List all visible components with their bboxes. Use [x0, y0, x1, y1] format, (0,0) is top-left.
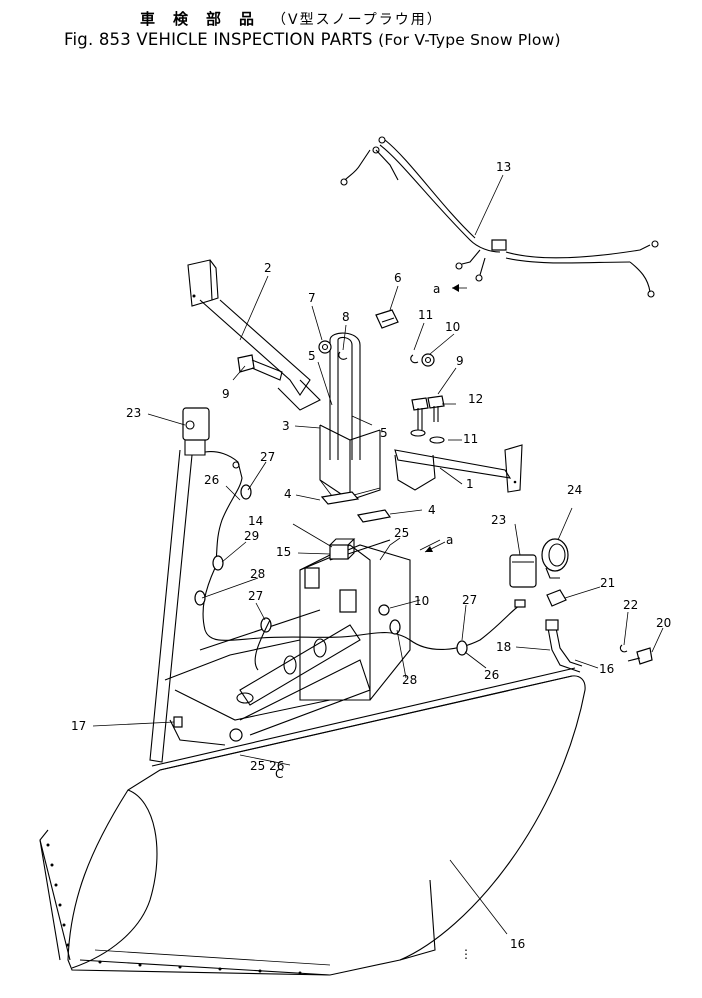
- callout-2: 2: [264, 261, 272, 275]
- callout-28-bottom: 28: [402, 673, 417, 687]
- title-japanese: 車検部品（V型スノープラウ用）: [140, 8, 443, 29]
- callout-27-right: 27: [462, 593, 477, 607]
- lamp-support-17-19: [545, 619, 583, 673]
- callout-9-left: 9: [222, 387, 230, 401]
- callout-4-right: 4: [428, 503, 436, 517]
- fig-label: Fig. 853: [64, 30, 131, 49]
- title-english: Fig. 853 VEHICLE INSPECTION PARTS (For V…: [64, 30, 561, 49]
- connector-14-15: [329, 538, 356, 560]
- callout-23-right: 23: [491, 513, 506, 527]
- pin-18: [173, 716, 183, 728]
- callout-6: 6: [394, 271, 402, 285]
- callout-8: 8: [342, 310, 350, 324]
- callout-18: 17: [71, 719, 86, 733]
- frame-marking: 25 26: [250, 759, 284, 773]
- callout-20: 21: [600, 576, 615, 590]
- title-en-sub: (For V-Type Snow Plow): [378, 31, 561, 49]
- bracket-2: [187, 259, 321, 411]
- callout-10-top: 10: [445, 320, 460, 334]
- bracket-1: [394, 444, 523, 493]
- callout-11-bottom: 11: [463, 432, 478, 446]
- callout-labels: 13 2 6 7 8 11 10 5 9 9 12 23 3 5 11 27 2…: [71, 160, 671, 951]
- callout-5-left: 5: [308, 349, 316, 363]
- callout-9-right: 9: [456, 354, 464, 368]
- callout-1: 1: [466, 477, 474, 491]
- callout-7: 7: [308, 291, 316, 305]
- callout-26-top: 26: [204, 473, 219, 487]
- callout-29: 29: [244, 529, 259, 543]
- callout-28-left: 28: [250, 567, 265, 581]
- callout-a-top: a: [433, 282, 440, 296]
- callout-25: 25: [394, 526, 409, 540]
- callout-16: 16: [510, 937, 525, 951]
- bracket-3: [319, 332, 381, 501]
- fasteners: [237, 309, 653, 665]
- callout-11-top: 11: [418, 308, 433, 322]
- lamp-left: [182, 407, 210, 456]
- callout-19: 18: [496, 640, 511, 654]
- callout-a-middle: a: [446, 533, 453, 547]
- callout-26-bottom: 26: [484, 668, 499, 682]
- plow-frame: 25 26 C: [149, 449, 411, 781]
- wire-harness-26: [194, 451, 526, 671]
- callout-10-bottom: 10: [414, 594, 429, 608]
- callout-21: 20: [656, 616, 671, 630]
- callout-13: 13: [496, 160, 511, 174]
- title-en-main: VEHICLE INSPECTION PARTS: [136, 30, 373, 49]
- leader-lines: [92, 174, 664, 935]
- wire-harness-13: [340, 136, 659, 298]
- snow-plow-blade: [39, 667, 586, 976]
- shims-4: [320, 491, 392, 523]
- callout-23-left: 23: [126, 406, 141, 420]
- callout-27-top: 27: [260, 450, 275, 464]
- callout-5-right: 5: [380, 426, 388, 440]
- title-jp-sub: （V型スノープラウ用）: [272, 12, 443, 28]
- callout-12: 12: [468, 392, 483, 406]
- page-mark: ⋮: [460, 947, 472, 961]
- callout-4-left: 4: [284, 487, 292, 501]
- callout-3: 3: [282, 419, 290, 433]
- gauge-24: [541, 538, 569, 579]
- title-jp-main: 車検部品: [140, 10, 273, 28]
- callout-22: 22: [623, 598, 638, 612]
- callout-15: 15: [276, 545, 291, 559]
- callout-14: 14: [248, 514, 263, 528]
- callout-27-left: 27: [248, 589, 263, 603]
- callout-24: 24: [567, 483, 582, 497]
- frame-marking-2: C: [275, 767, 283, 781]
- lamp-right: [509, 554, 537, 588]
- callout-17: 16: [599, 662, 614, 676]
